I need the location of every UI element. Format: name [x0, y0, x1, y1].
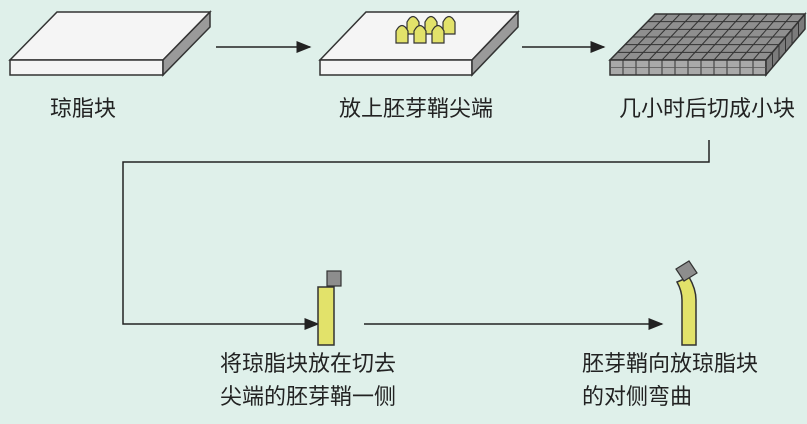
- coleoptile-bent: [675, 260, 698, 346]
- arrow-step3-to-step4: [122, 140, 710, 330]
- label-cut-pieces: 几小时后切成小块: [619, 97, 796, 122]
- agar-block-with-tips: [318, 10, 520, 77]
- label-place-tips: 放上胚芽鞘尖端: [339, 97, 494, 122]
- label-bend-result-line1: 胚芽鞘向放琼脂块: [582, 352, 759, 377]
- label-place-on-side-line1: 将琼脂块放在切去: [220, 352, 397, 377]
- coleoptile-with-agar-block: [317, 270, 342, 346]
- label-place-on-side-line2: 尖端的胚芽鞘一侧: [220, 385, 397, 410]
- label-agar-block: 琼脂块: [50, 97, 117, 122]
- coleoptile-tip: [431, 24, 445, 44]
- coleoptile-tip: [395, 24, 409, 44]
- label-bend-result-line2: 的对侧弯曲: [582, 385, 693, 410]
- coleoptile-tip: [442, 15, 456, 35]
- agar-block-plain: [8, 10, 212, 77]
- coleoptile-tip: [413, 24, 427, 44]
- agar-block-cut-grid: [608, 11, 807, 78]
